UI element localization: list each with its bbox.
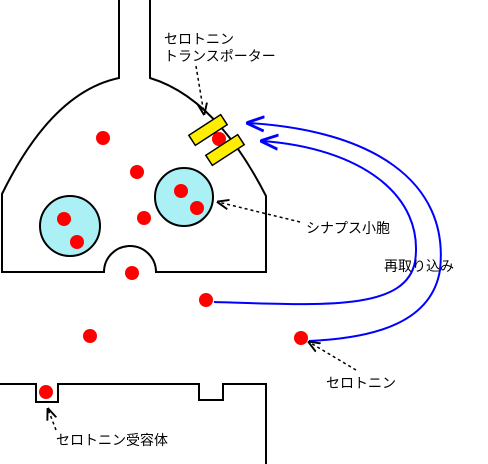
postsynaptic-membrane xyxy=(0,383,267,464)
serotonin-pointer xyxy=(309,342,357,371)
serotonin-transporter xyxy=(187,113,229,147)
serotonin-molecule xyxy=(294,331,308,345)
serotonin-molecule xyxy=(96,131,110,145)
reuptake-arrow-outer xyxy=(248,123,442,342)
vesicle-pointer xyxy=(218,202,301,223)
transporter-label-line2: トランスポーター xyxy=(164,49,276,65)
serotonin-label: セロトニン xyxy=(326,376,396,392)
transporter-label-line1: セロトニン xyxy=(164,32,234,48)
serotonin-molecule xyxy=(57,212,71,226)
serotonin-molecule xyxy=(174,184,188,198)
serotonin-molecule xyxy=(199,293,213,307)
receptor-label: セロトニン受容体 xyxy=(56,432,168,449)
serotonin-molecule xyxy=(125,266,139,280)
serotonin-molecule xyxy=(137,211,151,225)
serotonin-molecule xyxy=(130,165,144,179)
reuptake-arrow-inner xyxy=(213,141,418,306)
reuptake-label: 再取り込み xyxy=(384,259,454,275)
serotonin-molecule xyxy=(83,329,97,343)
transporter-pointer xyxy=(195,65,204,114)
serotonin-molecule xyxy=(212,132,226,146)
vesicle-label: シナプス小胞 xyxy=(306,221,390,237)
serotonin-molecule xyxy=(39,385,53,399)
serotonin-molecule xyxy=(190,201,204,215)
synaptic-vesicle xyxy=(39,195,101,257)
serotonin-molecules xyxy=(39,131,308,399)
serotonin-molecule xyxy=(70,235,84,249)
receptor-pointer xyxy=(48,409,56,431)
serotonin-transporter xyxy=(204,133,246,167)
